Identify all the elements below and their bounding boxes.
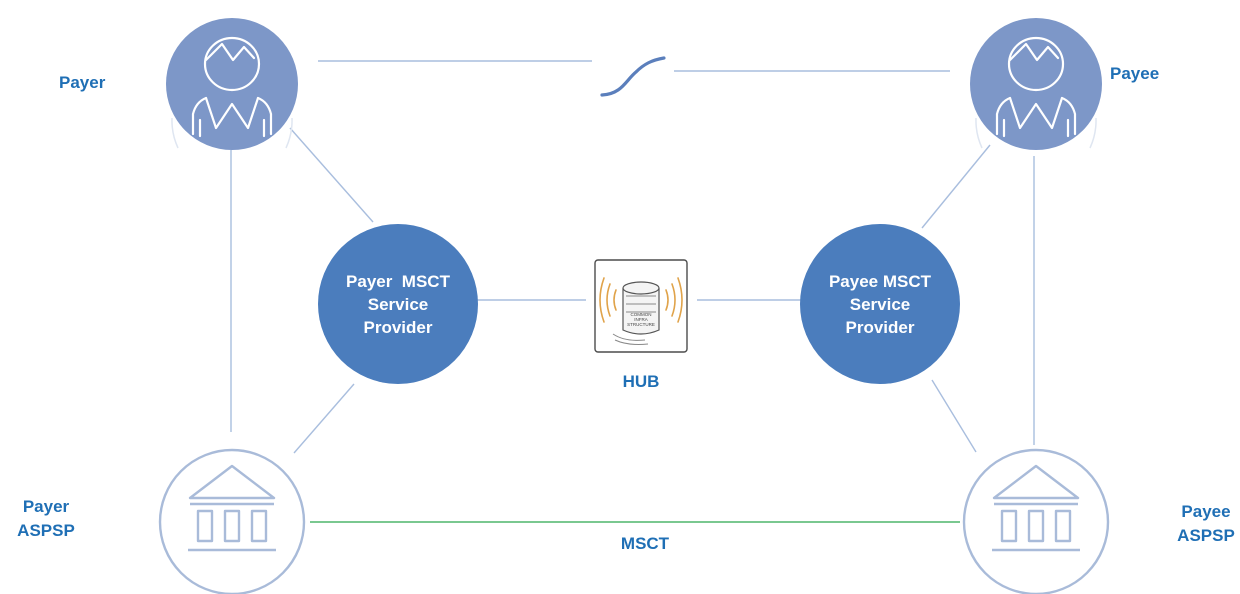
payer-provider-label: Payer MSCT Service Provider	[318, 224, 478, 384]
payer-aspsp-label-line2: ASPSP	[17, 521, 75, 540]
hub-icon-text-3: STRUCTURE	[627, 322, 655, 327]
payer-label: Payer	[59, 73, 106, 92]
hub-label: HUB	[622, 372, 660, 391]
payee-provider-line2: Service	[849, 294, 911, 314]
payer-to-provider-line	[289, 127, 374, 223]
payee-provider-to-aspsp-line	[931, 379, 977, 453]
msct-label: MSCT	[620, 534, 670, 553]
payee-aspsp-bank-icon	[962, 448, 1110, 594]
connector-lines	[230, 60, 1035, 454]
payee-provider-line1: Payee MSCT	[828, 271, 932, 291]
payee-provider-circle	[800, 224, 960, 384]
payer-provider-line1: Payer MSCT	[346, 271, 450, 291]
payee-aspsp-label-line2: ASPSP	[1177, 526, 1235, 545]
payer-aspsp-label: Payer ASPSP	[8, 496, 84, 541]
payer-person-icon	[166, 18, 298, 150]
payer-provider-line2: Service	[367, 294, 429, 314]
payer-aspsp-label-line1: Payer	[22, 497, 70, 516]
payee-aspsp-label-line1: Payee	[1181, 502, 1231, 521]
payee-to-provider-line	[921, 144, 991, 229]
payee-provider-line3: Provider	[845, 317, 915, 337]
payee-label: Payee	[1110, 64, 1160, 83]
payee-aspsp-label: Payee ASPSP	[1168, 501, 1240, 546]
payee-person-icon	[970, 18, 1102, 150]
connection-break-symbol	[600, 56, 666, 97]
hub-icon-text-2: INFRA	[634, 317, 648, 322]
hub-icon-text-1: COMMON	[631, 312, 652, 317]
hub-database-icon: COMMON INFRA STRUCTURE	[594, 259, 688, 353]
provider-to-aspsp-line	[293, 383, 355, 454]
payer-provider-line3: Provider	[363, 317, 433, 337]
payer-aspsp-bank-icon	[158, 448, 306, 594]
payer-provider-circle	[318, 224, 478, 384]
payee-provider-label: Payee MSCT Service Provider	[800, 224, 960, 384]
